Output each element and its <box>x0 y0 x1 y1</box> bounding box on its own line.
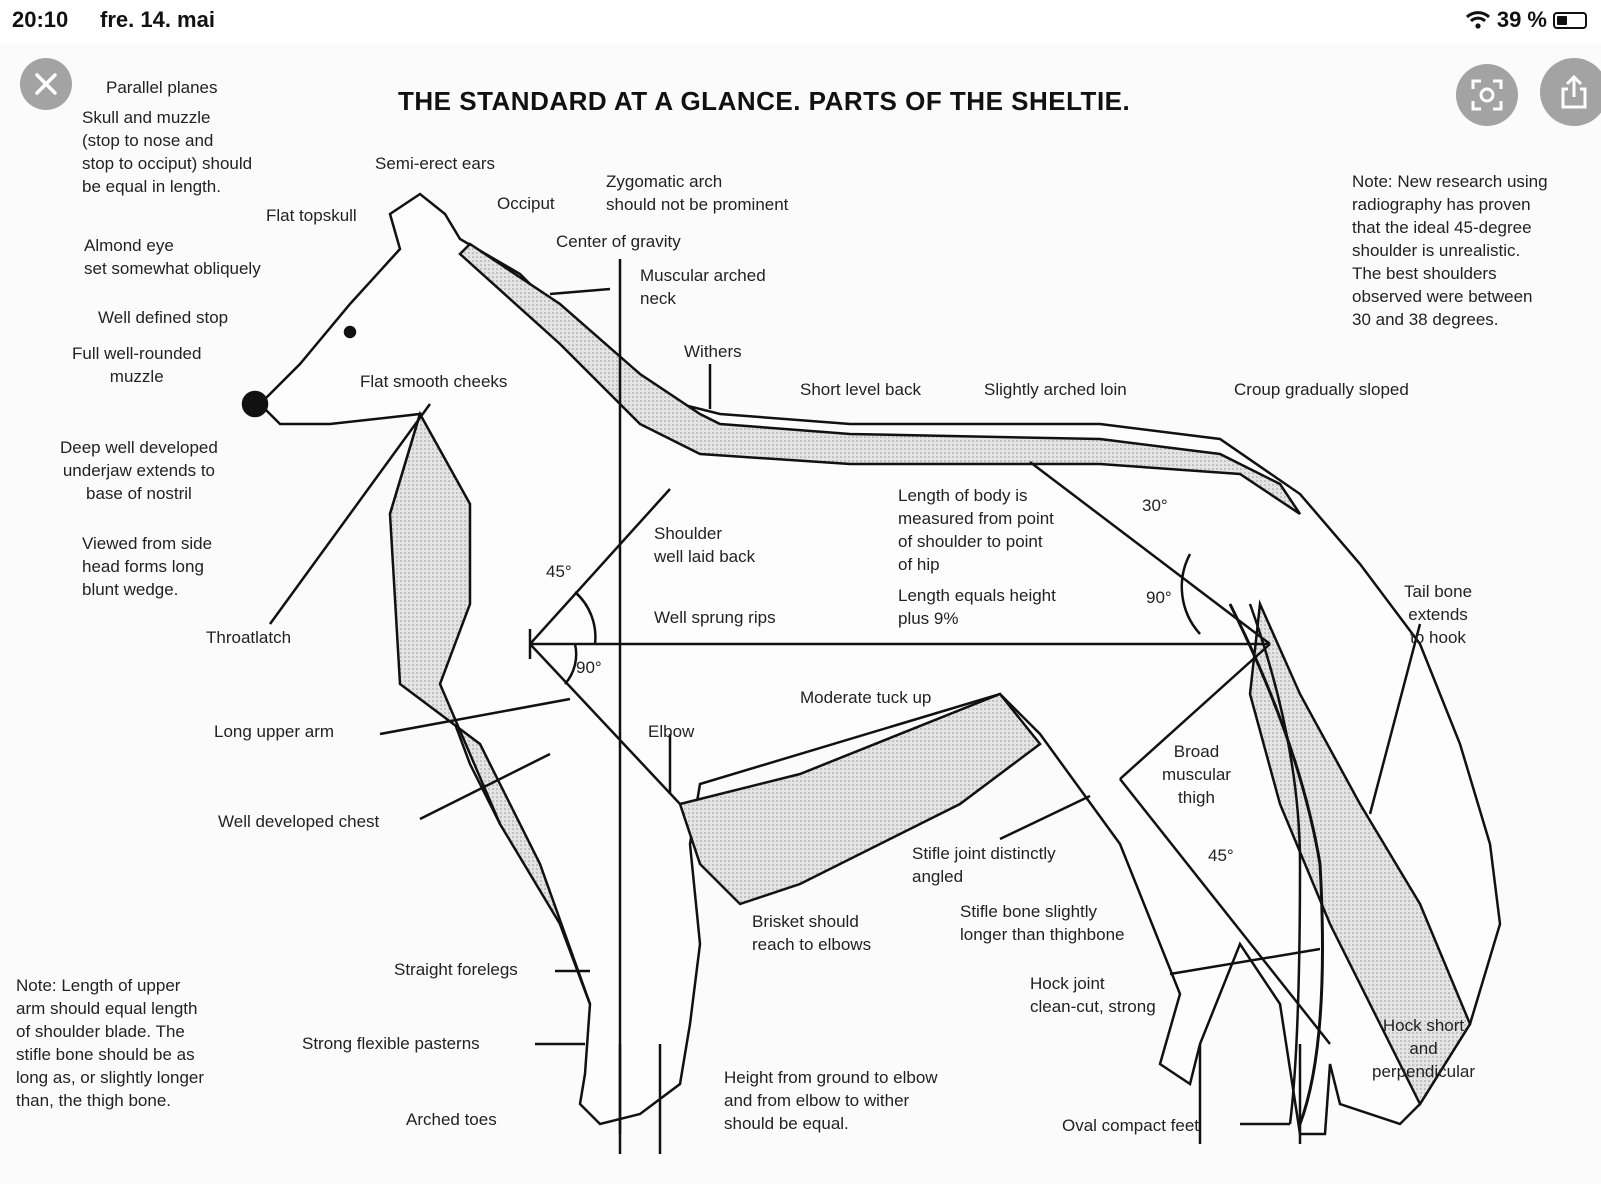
label: Note: New research using radiography has… <box>1352 172 1548 329</box>
label: Oval compact feet <box>1062 1116 1200 1135</box>
label: Note: Length of upper arm should equal l… <box>16 976 205 1110</box>
label: 45° <box>1208 846 1234 865</box>
label: 90° <box>576 658 602 677</box>
measurement-lines <box>268 259 1422 1134</box>
label: Flat topskull <box>266 206 357 225</box>
label: Withers <box>684 342 742 361</box>
label: Almond eye set somewhat obliquely <box>84 236 261 278</box>
wifi-icon <box>1465 11 1490 29</box>
label: 45° <box>546 562 572 581</box>
label: Slightly arched loin <box>984 380 1127 399</box>
label: Zygomatic arch should not be prominent <box>606 172 789 214</box>
label: Parallel planes <box>106 78 218 97</box>
battery-percent: 39 % <box>1496 7 1547 32</box>
battery-icon <box>1553 11 1587 29</box>
share-icon <box>1561 74 1587 109</box>
label: Length equals height plus 9% <box>898 586 1056 628</box>
label: Straight forelegs <box>394 960 518 979</box>
label: Well sprung rips <box>654 608 776 627</box>
label: Moderate tuck up <box>800 688 932 707</box>
label: Elbow <box>648 722 695 741</box>
label: Semi-erect ears <box>375 154 495 173</box>
dog-outline <box>241 192 1502 1154</box>
status-bar: 20:10 fre. 14. mai 39 % <box>0 0 1601 40</box>
label: Stifle bone slightly longer than thighbo… <box>960 902 1125 944</box>
close-button[interactable] <box>20 58 72 110</box>
label: Hock short and perpendicular <box>1372 1016 1476 1081</box>
label: Short level back <box>800 380 921 399</box>
label: Strong flexible pasterns <box>302 1034 480 1053</box>
close-icon <box>35 73 57 95</box>
label: Arched toes <box>406 1110 497 1129</box>
label: 90° <box>1146 588 1172 607</box>
share-button[interactable] <box>1540 58 1601 126</box>
label: Occiput <box>497 194 555 213</box>
label: 30° <box>1142 496 1168 515</box>
label: Broad muscular thigh <box>1162 742 1231 807</box>
label: Long upper arm <box>214 722 335 741</box>
label: Flat smooth cheeks <box>360 372 508 391</box>
label: Skull and muzzle (stop to nose and stop … <box>82 108 253 196</box>
label: Brisket should reach to elbows <box>752 912 872 954</box>
label: Croup gradually sloped <box>1234 380 1409 399</box>
label: Hock joint clean-cut, strong <box>1030 974 1156 1016</box>
image-viewer: THE STANDARD AT A GLANCE. PARTS OF THE S… <box>0 44 1601 1184</box>
label: Length of body is measured from point of… <box>898 486 1054 574</box>
status-right: 39 % <box>1465 7 1587 33</box>
label: Viewed from side head forms long blunt w… <box>82 534 213 599</box>
label: Deep well developed underjaw extends to … <box>60 438 218 503</box>
bottom-edge <box>0 1184 1601 1196</box>
label: Stifle joint distinctly angled <box>912 844 1056 886</box>
sheltie-diagram <box>241 192 1502 1154</box>
label: Well developed chest <box>218 812 380 831</box>
visual-lookup-icon <box>1471 79 1503 111</box>
label: Full well-rounded muzzle <box>72 344 202 386</box>
label: Throatlatch <box>206 628 292 647</box>
label: Height from ground to elbow and from elb… <box>724 1068 938 1133</box>
label: Center of gravity <box>556 232 681 251</box>
status-date: fre. 14. mai <box>100 7 215 32</box>
status-time: 20:10 <box>12 7 69 32</box>
visual-lookup-button[interactable] <box>1456 64 1518 126</box>
diagram-title: THE STANDARD AT A GLANCE. PARTS OF THE S… <box>398 86 1131 116</box>
label: Well defined stop <box>98 308 229 327</box>
label: Shoulder well laid back <box>654 524 756 566</box>
label: Tail bone extends to hook <box>1404 582 1473 647</box>
label: Muscular arched neck <box>640 266 766 308</box>
